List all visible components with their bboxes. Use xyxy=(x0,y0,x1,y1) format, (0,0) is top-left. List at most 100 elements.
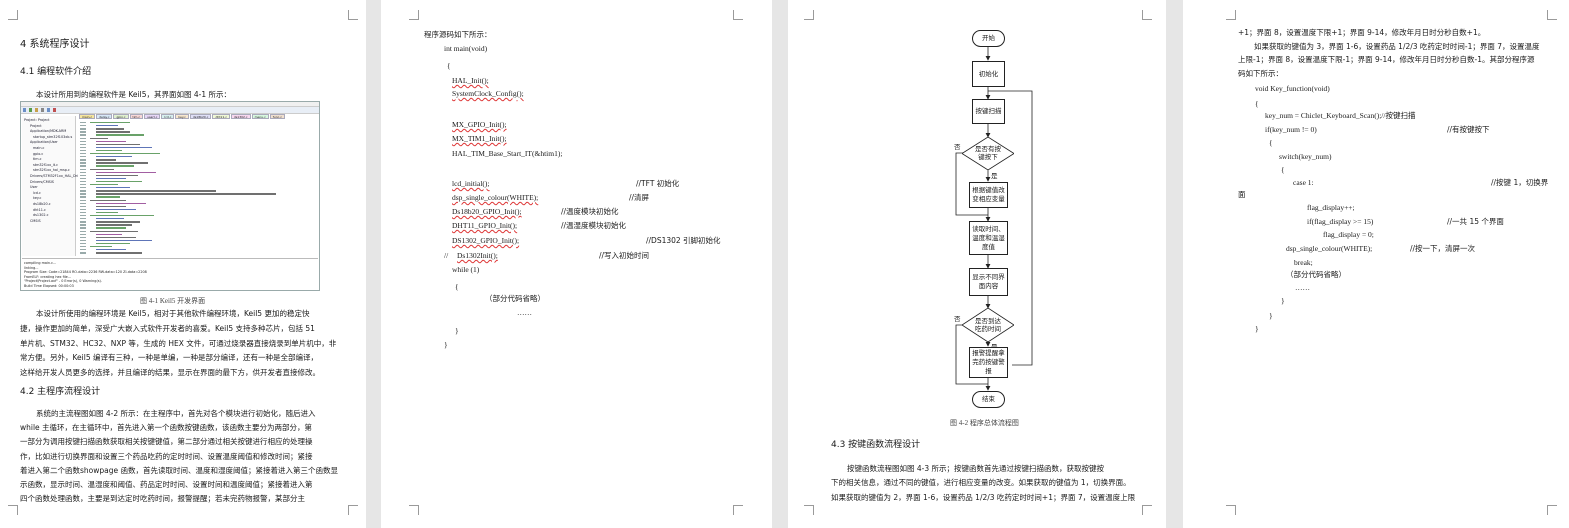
figure-caption: 图 4-2 程序总体流程图 xyxy=(950,419,1019,427)
code-line: { xyxy=(1269,138,1273,147)
project-tree-item: Drivers/STM32F1xx_HAL_Driver xyxy=(30,174,84,178)
figure-caption: 图 4-1 Keil5 开发界面 xyxy=(140,297,206,305)
ide-code-text xyxy=(96,131,130,133)
ide-code-text xyxy=(90,184,118,186)
code-line: while (1) xyxy=(452,265,480,274)
ide-code-line xyxy=(80,249,86,251)
ide-code-text xyxy=(90,153,160,155)
project-tree-item: Project: Project xyxy=(24,118,50,122)
code-comment: //TFT 初始化 xyxy=(636,179,680,188)
ide-code-line xyxy=(80,233,86,235)
crop-mark xyxy=(409,10,419,20)
ide-file-tab: tim.c xyxy=(129,114,144,119)
code-line: 面 xyxy=(1238,190,1246,199)
code-line: DHT11_GPIO_Init(); xyxy=(452,221,518,230)
paragraph-line: while 主循环，在主循环中，首先进入第一个函数按键函数，该函数主要分为两部分… xyxy=(20,423,313,433)
ide-code-text xyxy=(96,208,136,211)
paragraph-line: 如果获取的键值为 3，界面 1-6，设置药品 1/2/3 吃药定时时间-1；界面… xyxy=(1254,41,1540,51)
crop-mark xyxy=(733,10,743,20)
flow-decision-time-label: 是否到达吃药时间 xyxy=(975,317,1001,333)
ide-code-line xyxy=(80,149,86,152)
crop-mark xyxy=(1547,505,1557,515)
code-line: Ds1302Init(); xyxy=(457,251,498,260)
code-comment: //一共 15 个界面 xyxy=(1447,217,1504,226)
ide-code-line xyxy=(80,168,86,170)
ide-code-line xyxy=(80,230,86,232)
flow-no-label: 否 xyxy=(954,143,961,151)
ide-code-line xyxy=(80,242,86,245)
ide-code-line xyxy=(80,146,86,149)
ide-code-text xyxy=(90,137,108,139)
project-tree-item: startup_stm32f103xb.s xyxy=(33,134,73,139)
crop-mark xyxy=(1226,10,1236,20)
ide-code-text xyxy=(96,128,124,130)
code-line: } xyxy=(1255,324,1259,333)
code-omitted: （部分代码省略） xyxy=(485,294,545,303)
ide-code-text xyxy=(96,224,132,226)
ide-code-line xyxy=(80,221,86,223)
ide-code-line xyxy=(80,134,86,136)
build-output-line: compiling main.c... xyxy=(24,261,57,265)
project-tree-item: stm32f1xx_hal_msp.c xyxy=(33,168,70,173)
ide-file-tab: key.c xyxy=(175,114,189,119)
code-line: switch(key_num) xyxy=(1279,152,1332,161)
code-line: flag_display = 0; xyxy=(1323,230,1374,239)
ide-code-text xyxy=(96,149,122,152)
project-tree-item: dht11.c xyxy=(33,207,46,212)
ide-code-text xyxy=(96,156,132,158)
code-line: SystemClock_Config(); xyxy=(452,89,524,98)
paragraph-line: 系统的主流程图如图 4-2 所示：在主程序中，首先对各个模块进行初始化，随后进入 xyxy=(36,409,316,418)
crop-mark xyxy=(1226,505,1236,515)
project-tree-item: Application/User xyxy=(30,140,58,145)
ide-code-text xyxy=(90,122,130,124)
project-tree-item: User xyxy=(30,185,38,190)
flowchart-connectors xyxy=(955,47,1033,391)
ide-code-text xyxy=(96,252,142,254)
code-comment: //写入初始时间 xyxy=(599,251,650,260)
build-output-line: FromELF: creating hex file... xyxy=(24,274,71,279)
ide-code-line xyxy=(80,122,86,124)
ide-code-text xyxy=(90,199,126,201)
crop-mark xyxy=(1142,505,1152,515)
ide-code-line xyxy=(80,184,86,186)
crop-mark xyxy=(348,10,358,20)
flow-read: 读取时间、温度和温湿度值 xyxy=(969,221,1008,255)
code-line: void Key_function(void) xyxy=(1255,84,1330,93)
code-omitted: （部分代码省略） xyxy=(1286,270,1346,279)
project-tree-item: lcd.c xyxy=(33,190,41,195)
ide-code-line xyxy=(80,239,86,242)
paragraph-line: 常方便。另外，Keil5 编译有三种，一种是单编，一种是部分编译，还有一种是全部… xyxy=(20,353,318,363)
code-line: Ds18b20_GPIO_Init(); xyxy=(452,207,522,216)
ide-code-line xyxy=(80,193,86,195)
crop-mark xyxy=(733,505,743,515)
ide-file-tab: menu.c xyxy=(251,114,269,119)
code-comment: //DS1302 引脚初始化 xyxy=(646,236,721,245)
code-comment: //清屏 xyxy=(629,193,650,202)
ide-toolbar xyxy=(21,107,319,114)
code-line: MX_TIM1_Init(); xyxy=(452,134,507,143)
ide-code-text xyxy=(96,205,126,208)
chapter-heading: 4 系统程序设计 xyxy=(20,39,90,50)
ide-code-line xyxy=(80,215,86,217)
code-comment: //温度模块初始化 xyxy=(561,207,619,216)
code-line-comment-prefix: // xyxy=(444,251,449,260)
ide-code-text xyxy=(96,180,142,183)
flow-alarm: 报警提醒拿完药按键警报 xyxy=(969,347,1008,378)
code-line: dsp_single_colour(WHITE); xyxy=(452,193,539,202)
code-line: } xyxy=(444,340,448,349)
paragraph-line: 一部分为调用按键扫描函数获取相关按键键值，第二部分通过相关按键进行相应的处理操 xyxy=(20,437,313,447)
ide-code-text xyxy=(90,168,114,170)
flow-start: 开始 xyxy=(972,30,1005,47)
code-line: break; xyxy=(1294,258,1313,267)
ide-code-text xyxy=(96,221,140,223)
ide-code-line xyxy=(80,205,86,208)
crop-mark xyxy=(1142,10,1152,20)
code-line: if(flag_display >= 15) xyxy=(1307,217,1374,226)
code-comment: //按键 1，切换界 xyxy=(1491,178,1549,187)
ide-code-text xyxy=(96,190,216,192)
build-output-line: Program Size: Code=21844 RO-data=2236 RW… xyxy=(24,270,147,275)
ide-code-line xyxy=(80,227,86,229)
ide-file-tab: dht11.c xyxy=(212,114,230,119)
ide-code-line xyxy=(80,162,86,164)
